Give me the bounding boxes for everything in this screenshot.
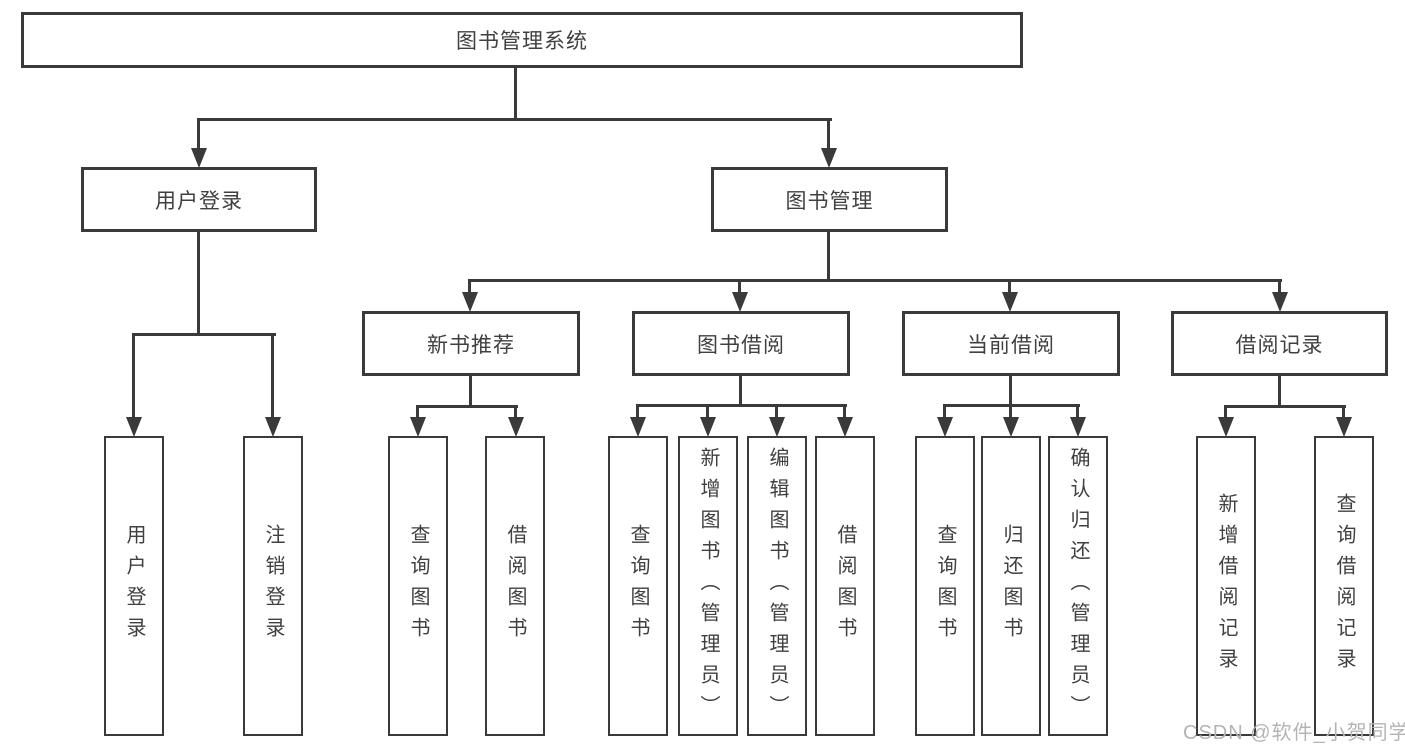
arrowhead-icon bbox=[462, 292, 478, 312]
arrowhead-icon bbox=[1070, 417, 1086, 437]
leaf-borrow-query-books: 查询图书 bbox=[608, 436, 668, 736]
leaf-borrow-borrow-books-label: 借阅图书 bbox=[834, 524, 856, 648]
arrowhead-icon bbox=[1272, 292, 1288, 312]
leaf-logout-label: 注销登录 bbox=[262, 524, 284, 648]
leaf-current-return-books: 归还图书 bbox=[981, 436, 1041, 736]
node-root: 图书管理系统 bbox=[21, 12, 1023, 68]
line-segment bbox=[636, 404, 639, 419]
line-segment bbox=[1224, 405, 1346, 408]
arrowhead-icon bbox=[265, 417, 281, 437]
node-book-management-label: 图书管理 bbox=[785, 189, 874, 213]
arrowhead-icon bbox=[1218, 417, 1234, 437]
node-current-borrow: 当前借阅 bbox=[902, 311, 1120, 376]
arrowhead-icon bbox=[191, 148, 207, 168]
line-segment bbox=[514, 66, 517, 121]
leaf-user-login: 用户登录 bbox=[104, 436, 164, 736]
leaf-current-return-books-label: 归还图书 bbox=[1000, 524, 1022, 648]
node-root-label: 图书管理系统 bbox=[456, 30, 588, 53]
node-book-borrow: 图书借阅 bbox=[632, 311, 850, 376]
arrowhead-icon bbox=[1002, 292, 1018, 312]
leaf-current-confirm-return-admin: 确认归还（管理员） bbox=[1048, 436, 1108, 736]
node-borrow-record: 借阅记录 bbox=[1171, 311, 1388, 376]
leaf-record-add-borrow-record: 新增借阅记录 bbox=[1196, 436, 1256, 736]
line-segment bbox=[827, 118, 830, 150]
line-segment bbox=[1342, 405, 1345, 419]
line-segment bbox=[827, 230, 830, 282]
leaf-recommend-borrow-books-label: 借阅图书 bbox=[504, 524, 526, 648]
node-new-book-recommend-label: 新书推荐 bbox=[427, 333, 515, 357]
line-segment bbox=[514, 405, 517, 419]
leaf-record-query-borrow-record-label: 查询借阅记录 bbox=[1333, 493, 1355, 679]
arrowhead-icon bbox=[732, 292, 748, 312]
line-segment bbox=[416, 405, 518, 408]
line-segment bbox=[943, 404, 946, 419]
line-segment bbox=[1008, 279, 1011, 294]
line-segment bbox=[1076, 404, 1079, 419]
leaf-borrow-add-books-admin: 新增图书（管理员） bbox=[678, 436, 738, 736]
node-user-login-label: 用户登录 bbox=[155, 189, 243, 213]
arrowhead-icon bbox=[126, 417, 142, 437]
node-new-book-recommend: 新书推荐 bbox=[362, 311, 580, 376]
node-user-login: 用户登录 bbox=[81, 167, 317, 232]
line-segment bbox=[1278, 279, 1281, 294]
leaf-recommend-borrow-books: 借阅图书 bbox=[485, 436, 545, 736]
leaf-borrow-edit-books-admin: 编辑图书（管理员） bbox=[747, 436, 807, 736]
line-segment bbox=[739, 374, 742, 407]
line-segment bbox=[468, 279, 1282, 282]
line-segment bbox=[1009, 404, 1012, 419]
watermark-text: CSDN @软件_小贺同学 bbox=[1183, 722, 1405, 744]
leaf-recommend-query-books: 查询图书 bbox=[388, 436, 448, 736]
line-segment bbox=[132, 333, 276, 336]
leaf-user-login-label: 用户登录 bbox=[123, 524, 145, 648]
line-segment bbox=[706, 404, 709, 419]
line-segment bbox=[843, 404, 846, 419]
leaf-logout: 注销登录 bbox=[243, 436, 303, 736]
arrowhead-icon bbox=[410, 417, 426, 437]
arrowhead-icon bbox=[1336, 417, 1352, 437]
leaf-borrow-borrow-books: 借阅图书 bbox=[815, 436, 875, 736]
leaf-borrow-add-books-admin-label: 新增图书（管理员） bbox=[697, 446, 719, 726]
line-segment bbox=[636, 404, 847, 407]
line-segment bbox=[1278, 374, 1281, 408]
node-current-borrow-label: 当前借阅 bbox=[967, 333, 1055, 357]
arrowhead-icon bbox=[937, 417, 953, 437]
leaf-current-confirm-return-admin-label: 确认归还（管理员） bbox=[1067, 446, 1089, 726]
arrowhead-icon bbox=[821, 148, 837, 168]
line-segment bbox=[1009, 374, 1012, 407]
node-book-management: 图书管理 bbox=[711, 167, 948, 232]
leaf-recommend-query-books-label: 查询图书 bbox=[407, 524, 429, 648]
arrowhead-icon bbox=[837, 417, 853, 437]
line-segment bbox=[416, 405, 419, 419]
line-segment bbox=[197, 230, 200, 336]
arrowhead-icon bbox=[1003, 417, 1019, 437]
line-segment bbox=[271, 333, 274, 417]
arrowhead-icon bbox=[630, 417, 646, 437]
leaf-record-query-borrow-record: 查询借阅记录 bbox=[1314, 436, 1374, 736]
arrowhead-icon bbox=[769, 417, 785, 437]
leaf-current-query-books-label: 查询图书 bbox=[934, 524, 956, 648]
line-segment bbox=[1224, 405, 1227, 419]
line-segment bbox=[468, 279, 471, 294]
line-segment bbox=[469, 374, 472, 408]
arrowhead-icon bbox=[700, 417, 716, 437]
leaf-borrow-query-books-label: 查询图书 bbox=[627, 524, 649, 648]
line-segment bbox=[775, 404, 778, 419]
line-segment bbox=[197, 118, 200, 150]
arrowhead-icon bbox=[508, 417, 524, 437]
leaf-current-query-books: 查询图书 bbox=[915, 436, 975, 736]
line-segment bbox=[132, 333, 135, 417]
leaf-borrow-edit-books-admin-label: 编辑图书（管理员） bbox=[766, 446, 788, 726]
leaf-record-add-borrow-record-label: 新增借阅记录 bbox=[1215, 493, 1237, 679]
line-segment bbox=[738, 279, 741, 294]
node-book-borrow-label: 图书借阅 bbox=[697, 333, 785, 357]
line-segment bbox=[198, 118, 832, 121]
node-borrow-record-label: 借阅记录 bbox=[1235, 333, 1324, 357]
